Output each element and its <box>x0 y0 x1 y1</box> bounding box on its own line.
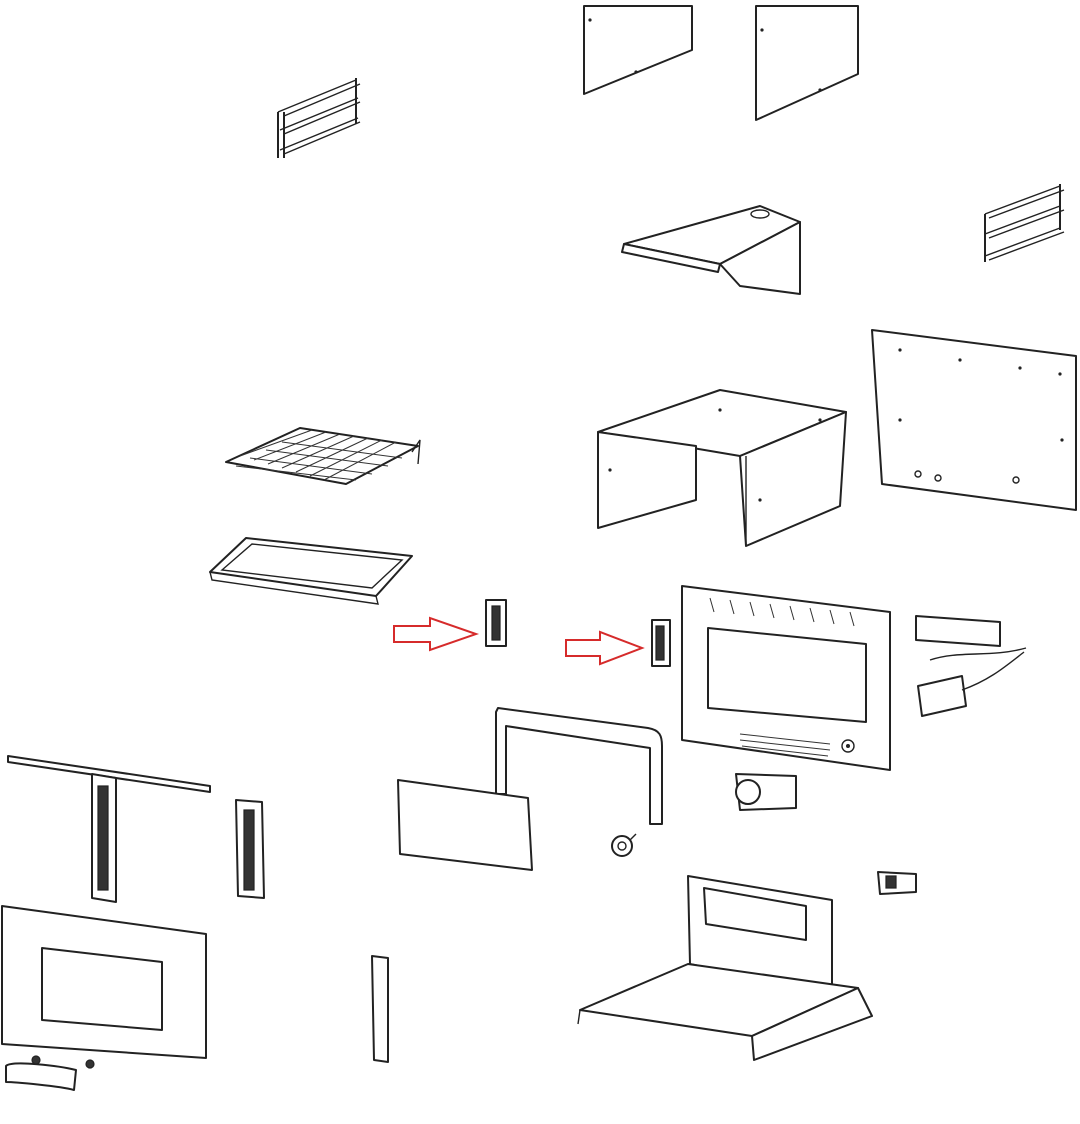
top-cover-bracket <box>621 205 801 295</box>
door-handle <box>5 1055 95 1091</box>
door-top-hinge-bar <box>7 755 211 903</box>
oven-base-assembly <box>577 875 873 1061</box>
callout-arrow-left <box>393 616 480 652</box>
inner-door-tube-frame <box>495 707 663 825</box>
door-vertical-strip <box>371 955 389 1063</box>
inner-glass-panel <box>397 779 533 871</box>
oven-front-frame <box>681 585 891 771</box>
side-panel-right-top <box>755 5 859 121</box>
outer-oven-door <box>1 905 207 1059</box>
shelf-runner-left <box>277 78 361 158</box>
rear-panel <box>871 329 1077 511</box>
baking-tray <box>209 537 413 605</box>
door-side-trim <box>235 799 265 899</box>
door-hinge-left <box>485 599 507 647</box>
wiring-harness <box>915 615 1027 717</box>
callout-arrow-right <box>565 630 645 666</box>
oven-cavity-shell <box>597 389 847 547</box>
shelf-runner-right <box>984 184 1065 262</box>
thermostat-sensor <box>611 833 637 857</box>
door-hinge-right <box>651 619 671 667</box>
connector-block <box>877 871 917 895</box>
convection-fan-motor <box>735 773 797 811</box>
side-panel-left-top <box>583 5 693 95</box>
wire-oven-rack <box>225 427 421 485</box>
